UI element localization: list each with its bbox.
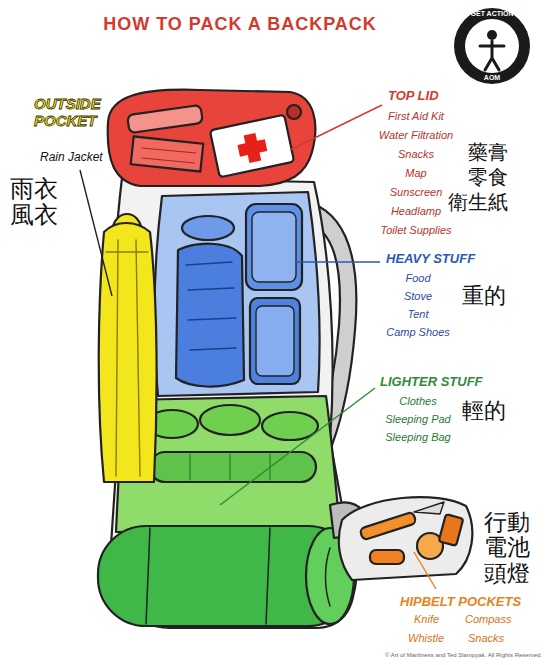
tent-bag-panel <box>252 212 296 282</box>
item-label: Sunscreen <box>390 186 443 199</box>
item-label: Snacks <box>398 148 434 161</box>
red-cross <box>236 131 269 164</box>
food-bag <box>176 244 244 387</box>
item-label: Camp Shoes <box>386 326 450 339</box>
callout-heading: HIPBELT POCKETS <box>400 594 521 610</box>
leader-line <box>296 261 380 262</box>
clothes <box>262 412 318 440</box>
chinese-note: 重的 <box>462 283 506 309</box>
tent-bag <box>246 204 302 290</box>
diagram-title: HOW TO PACK A BACKPACK <box>103 14 377 36</box>
chinese-note: 零食 <box>468 165 508 189</box>
headlamp <box>287 105 301 119</box>
leader-line <box>220 388 375 505</box>
item-label: Tent <box>407 308 428 321</box>
snack-bar <box>439 514 464 546</box>
cook-pot <box>182 216 234 240</box>
callout-heading: OUTSIDE POCKET <box>34 96 101 129</box>
logo-text: GET ACTION <box>471 10 514 18</box>
item-label: Clothes <box>399 395 436 408</box>
item-label: Map <box>405 167 426 180</box>
item-label: Whistle <box>408 632 444 645</box>
map <box>131 136 204 171</box>
knife <box>360 512 417 541</box>
callout-heading: LIGHTER STUFF <box>380 374 483 390</box>
item-label: Knife <box>414 613 439 626</box>
logo-figure-body <box>480 41 504 70</box>
chinese-note: 雨衣 風衣 <box>10 176 58 229</box>
backpack <box>98 90 472 628</box>
first-aid-kit <box>210 115 294 178</box>
logo-figure-head <box>487 30 497 40</box>
item-label: Sleeping Bag <box>385 431 450 444</box>
sleeping-bag <box>98 526 356 626</box>
heavy-stuff-area <box>155 192 320 396</box>
clothes <box>200 405 260 435</box>
sunscreen-tube <box>127 105 203 133</box>
first-aid-box <box>210 115 294 178</box>
item-label: Compass <box>465 613 511 626</box>
top-lid <box>108 90 316 186</box>
rain-jacket <box>99 223 157 482</box>
leader-line <box>290 105 382 150</box>
item-label: Food <box>405 272 430 285</box>
leader-line <box>414 552 436 589</box>
item-label: Snacks <box>468 632 504 645</box>
item-label: Headlamp <box>391 205 441 218</box>
item-label: Water Filtration <box>379 129 453 142</box>
leader-line <box>80 170 112 296</box>
stove-box <box>250 298 300 384</box>
callout-heading: TOP LID <box>388 88 439 104</box>
stove-box-panel <box>256 306 294 376</box>
food-bag-folds <box>186 262 236 350</box>
leader-lines <box>80 105 436 589</box>
copyright-note: © Art of Manliness and Ted Slampyak. All… <box>385 652 542 659</box>
chinese-note: 藥膏 <box>468 140 508 164</box>
item-label: Rain Jacket <box>40 150 103 164</box>
knife-blade <box>414 502 444 514</box>
hipbelt-pocket <box>339 497 473 580</box>
whistle <box>370 550 404 564</box>
chinese-note: 輕的 <box>462 398 506 424</box>
item-label: Stove <box>404 290 432 303</box>
item-label: Sleeping Pad <box>385 413 450 426</box>
callout-heading: HEAVY STUFF <box>386 251 475 267</box>
logo-face <box>465 19 519 73</box>
item-label: Toilet Supplies <box>380 224 451 237</box>
aom-logo <box>454 8 530 84</box>
logo-text: AOM <box>484 74 500 82</box>
rain-jacket-folds <box>106 240 148 476</box>
sleeping-pad <box>150 452 316 482</box>
logo-ring <box>454 8 530 84</box>
chinese-note: 行動 電池 頭燈 <box>484 510 530 586</box>
item-label: First Aid Kit <box>388 110 444 123</box>
chinese-note: 衛生紙 <box>448 190 508 214</box>
map-folds <box>142 148 196 163</box>
sleeping-bag-straps <box>146 528 330 624</box>
